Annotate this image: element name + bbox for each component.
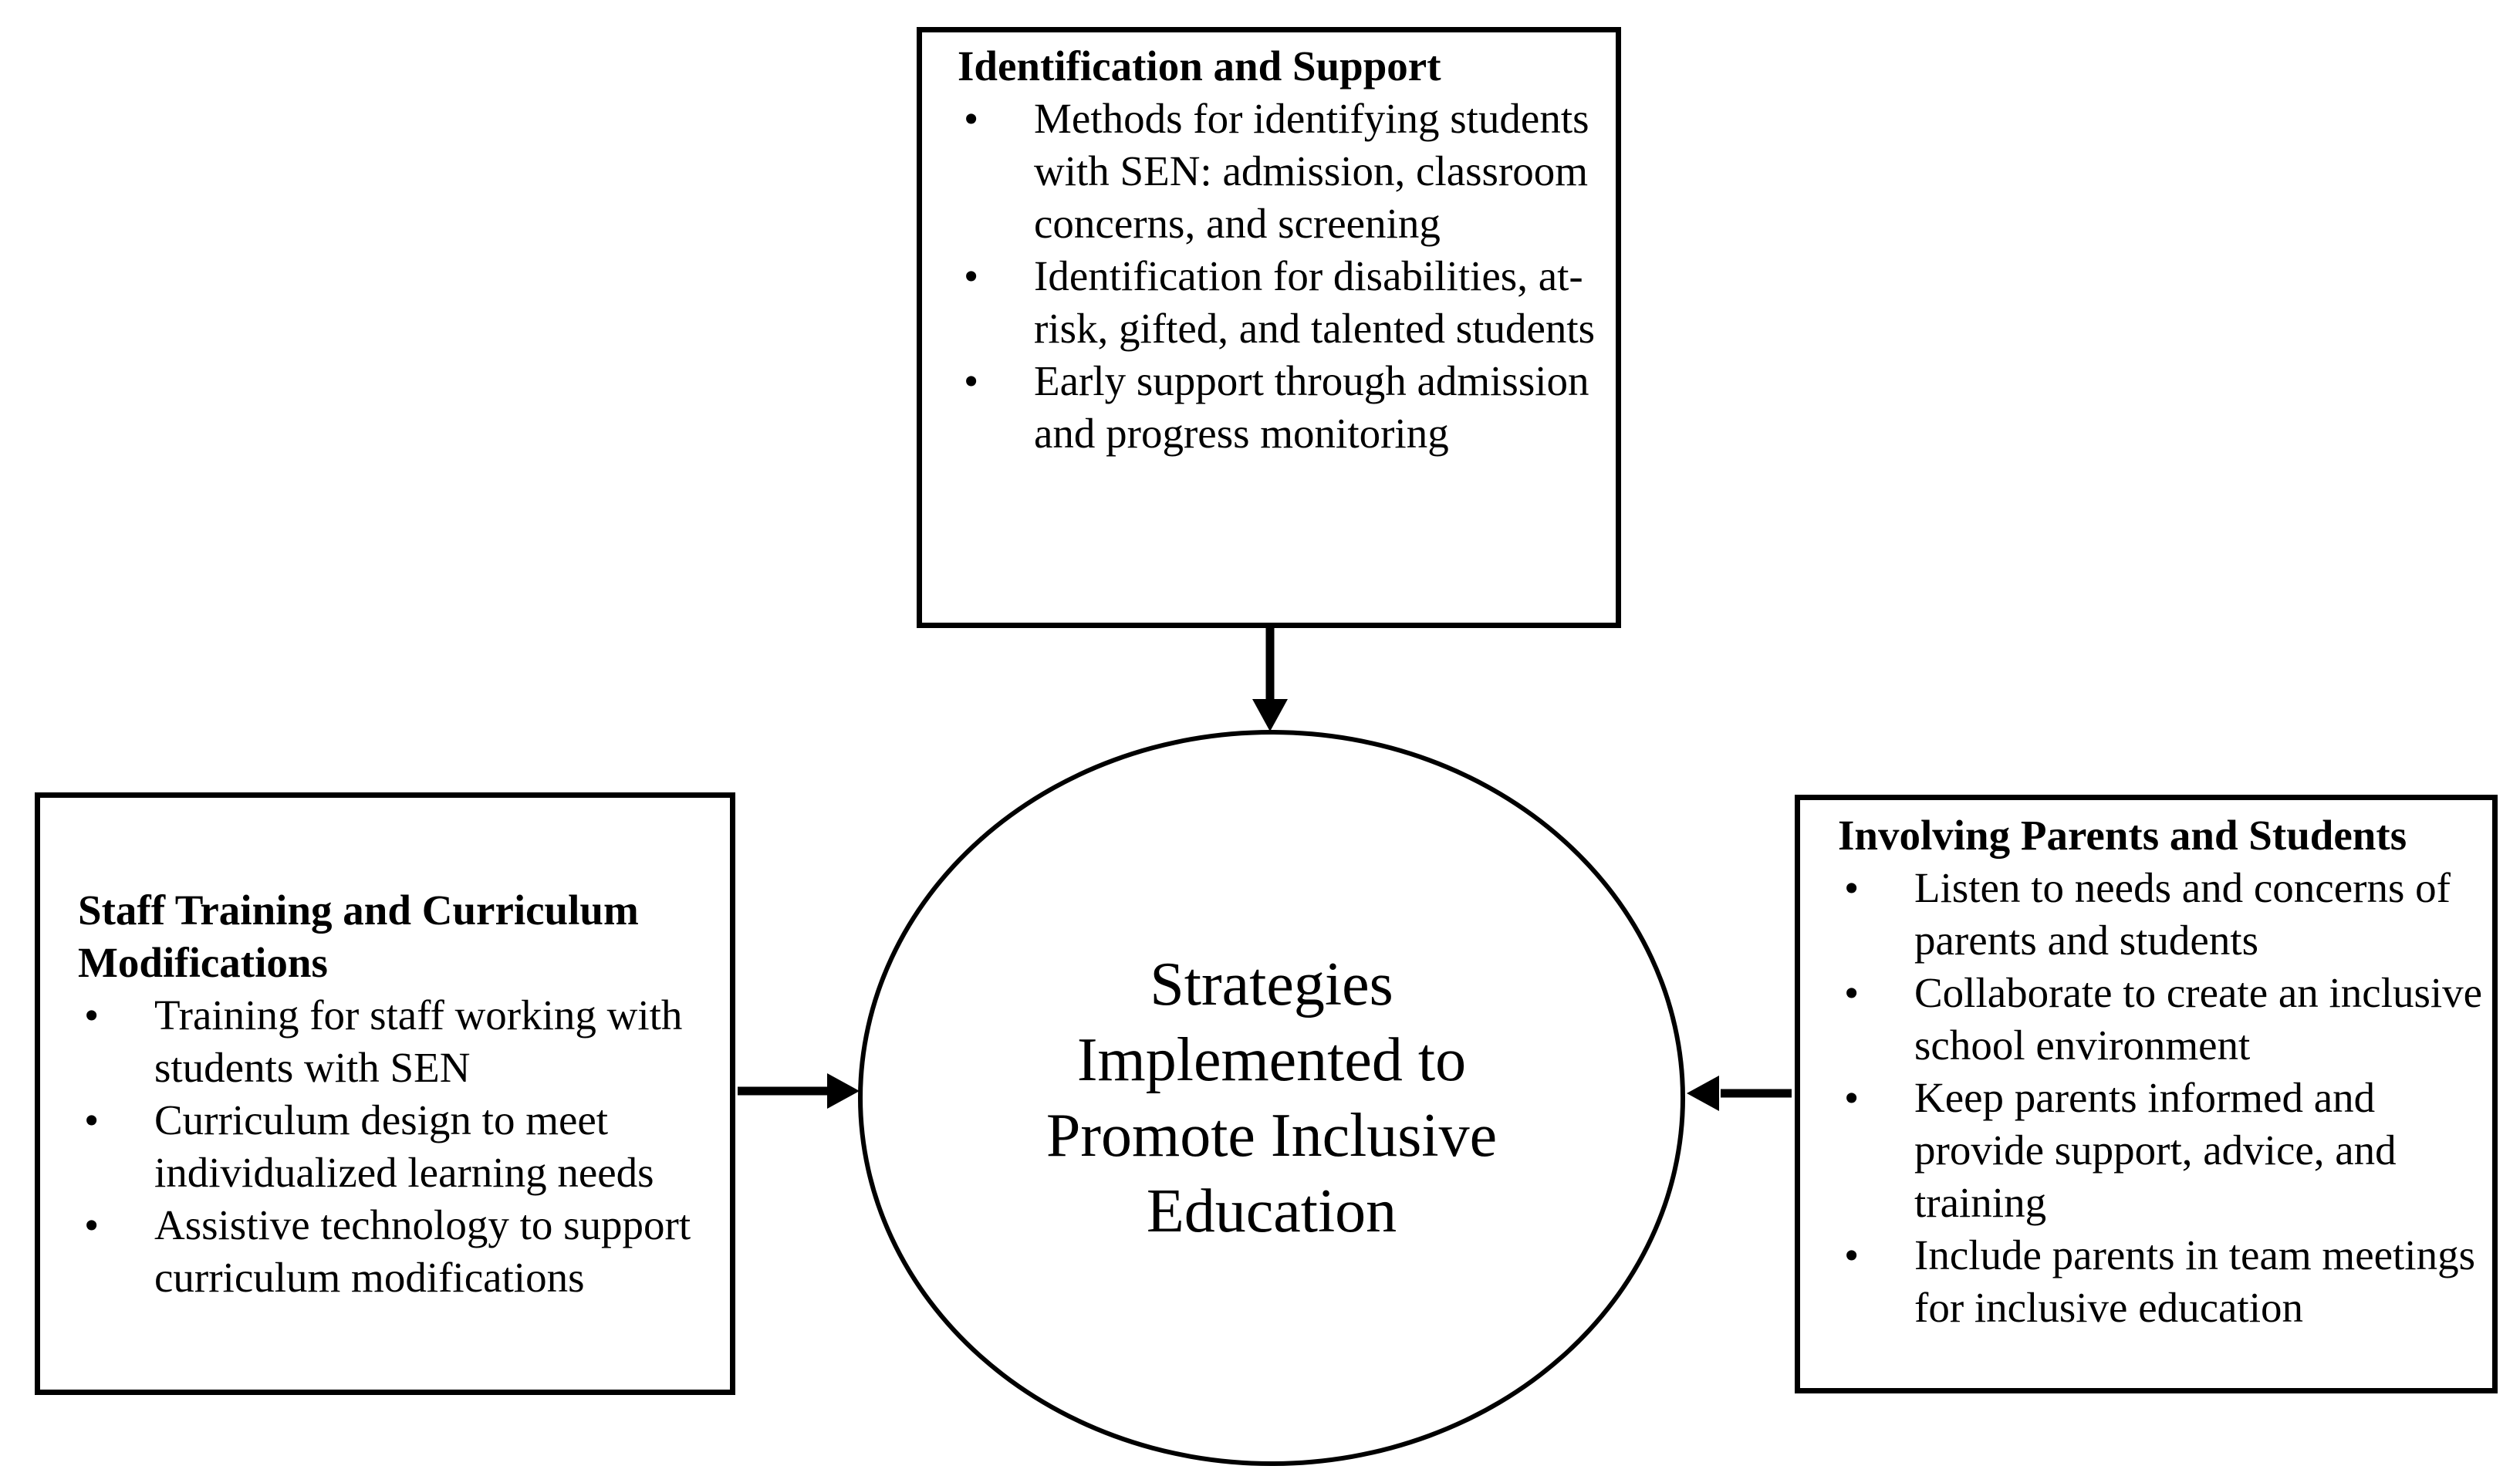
bullet-item: Training for staff working with students…: [78, 989, 716, 1094]
center-ellipse: Strategies Implemented to Promote Inclus…: [858, 730, 1685, 1466]
ellipse-line: Strategies: [1150, 951, 1393, 1018]
bullet-item: Listen to needs and concerns of parents …: [1838, 862, 2483, 967]
arrow-left-to-center: [738, 1073, 860, 1109]
bullet-item: Include parents in team meetings for inc…: [1838, 1229, 2483, 1334]
bullet-item: Keep parents informed and provide suppor…: [1838, 1072, 2483, 1229]
center-ellipse-label: Strategies Implemented to Promote Inclus…: [1046, 947, 1497, 1249]
bullet-item: Curriculum design to meet individualized…: [78, 1094, 716, 1199]
bullet-list: Training for staff working with students…: [78, 989, 716, 1304]
arrow-right-to-center: [1687, 1076, 1792, 1111]
bullet-item: Methods for identifying students with SE…: [958, 93, 1602, 250]
box-title: Involving Parents and Students: [1838, 812, 2407, 859]
bullet-item: Identification for disabilities, at-risk…: [958, 250, 1602, 355]
ellipse-line: Promote Inclusive: [1045, 1102, 1498, 1170]
ellipse-line: Education: [1146, 1177, 1397, 1245]
bullet-item: Early support through admission and prog…: [958, 355, 1602, 460]
box-involving-parents-students: Involving Parents and Students Listen to…: [1795, 795, 2498, 1393]
box-identification-and-support: Identification and Support Methods for i…: [917, 27, 1621, 628]
ellipse-line: Implemented to: [1076, 1026, 1467, 1094]
bullet-list: Methods for identifying students with SE…: [958, 93, 1602, 460]
box-title: Identification and Support: [958, 42, 1441, 90]
box-staff-training-curriculum: Staff Training and Curriculum Modificati…: [35, 792, 735, 1395]
bullet-item: Collaborate to create an inclusive schoo…: [1838, 967, 2483, 1072]
box-title: Staff Training and Curriculum Modificati…: [78, 886, 639, 986]
arrow-top-to-center: [1252, 625, 1288, 731]
bullet-item: Assistive technology to support curricul…: [78, 1199, 716, 1304]
bullet-list: Listen to needs and concerns of parents …: [1838, 862, 2483, 1334]
